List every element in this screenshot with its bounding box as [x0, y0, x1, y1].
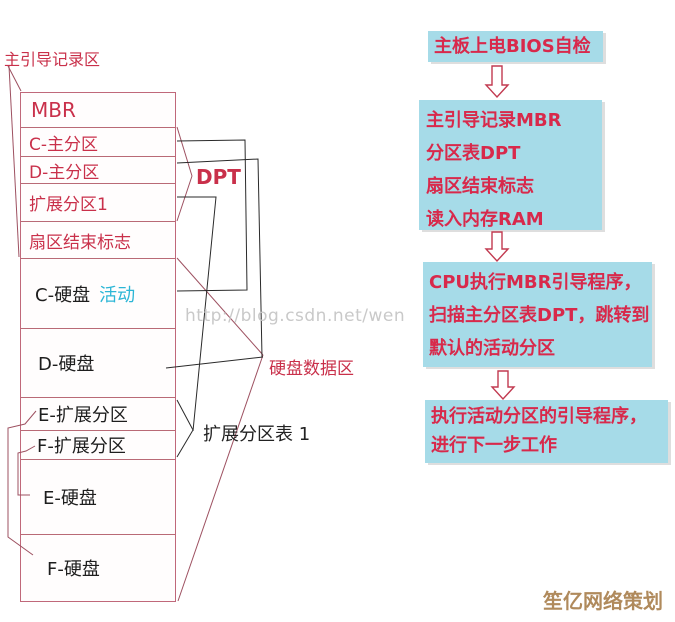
flow-step-bios-post: 主板上电BIOS自检: [428, 31, 603, 62]
flow-step-cpu-exec-mbr: CPU执行MBR引导程序， 扫描主分区表DPT，跳转到 默认的活动分区: [423, 262, 652, 367]
flow-step-text: 读入内存RAM: [426, 209, 544, 230]
disk-row-label: E-扩展分区: [38, 405, 128, 426]
extended-partition-table-label: 扩展分区表 1: [203, 424, 311, 445]
flow-step-exec-active-partition: 执行活动分区的引导程序， 进行下一步工作: [425, 400, 668, 463]
flow-step-text: 主板上电BIOS自检: [434, 36, 591, 57]
disk-row-d-primary: D-主分区: [21, 157, 175, 184]
disk-row-f-drive: F-硬盘: [21, 535, 175, 601]
flow-step-text: 执行活动分区的引导程序，: [431, 406, 647, 427]
csdn-watermark: http://blog.csdn.net/wen: [185, 306, 406, 326]
disk-row-label: F-扩展分区: [37, 436, 126, 457]
disk-row-label: MBR: [31, 98, 76, 122]
disk-row-e-drive: E-硬盘: [21, 460, 175, 535]
disk-row-extended-partition-1: 扩展分区1: [21, 184, 175, 222]
flow-step-text: 默认的活动分区: [429, 338, 555, 359]
disk-row-label: C-硬盘: [35, 284, 91, 306]
disk-row-label: C-主分区: [29, 134, 99, 155]
active-partition-badge: 活动: [99, 284, 136, 306]
down-arrow-icon: [484, 65, 510, 99]
disk-row-e-extended: E-扩展分区: [21, 398, 175, 431]
disk-row-sector-end-flag: 扇区结束标志: [21, 222, 175, 259]
down-arrow-icon: [484, 231, 510, 263]
flow-step-text: 主引导记录MBR: [426, 110, 562, 131]
disk-structure-box: MBR C-主分区 D-主分区 扩展分区1 扇区结束标志 C-硬盘 活动 D-硬…: [20, 92, 176, 602]
down-arrow-icon: [490, 370, 516, 401]
flow-step-read-mbr: 主引导记录MBR 分区表DPT 扇区结束标志 读入内存RAM: [419, 100, 602, 230]
disk-row-c-drive: C-硬盘 活动: [21, 259, 175, 329]
disk-data-area-label: 硬盘数据区: [269, 359, 354, 379]
disk-row-mbr: MBR: [21, 93, 175, 128]
disk-row-label: 扇区结束标志: [29, 232, 131, 253]
disk-row-label: F-硬盘: [47, 559, 100, 580]
disk-row-label: 扩展分区1: [29, 195, 108, 215]
brand-watermark: 笙亿网络策划: [543, 589, 663, 613]
disk-row-label: E-硬盘: [43, 488, 97, 509]
flow-step-text: 扫描主分区表DPT，跳转到: [429, 305, 650, 326]
dpt-label: DPT: [196, 165, 241, 189]
flow-step-text: 分区表DPT: [426, 143, 521, 164]
disk-row-f-extended: F-扩展分区: [21, 431, 175, 460]
flow-step-text: CPU执行MBR引导程序，: [429, 272, 642, 293]
flow-step-text: 进行下一步工作: [431, 435, 557, 456]
disk-row-label: D-硬盘: [38, 354, 95, 375]
boot-record-label: 主引导记录区: [4, 50, 101, 69]
disk-row-label: D-主分区: [29, 162, 100, 183]
disk-row-d-drive: D-硬盘: [21, 329, 175, 398]
disk-row-c-primary: C-主分区: [21, 128, 175, 157]
flow-step-text: 扇区结束标志: [426, 176, 534, 197]
